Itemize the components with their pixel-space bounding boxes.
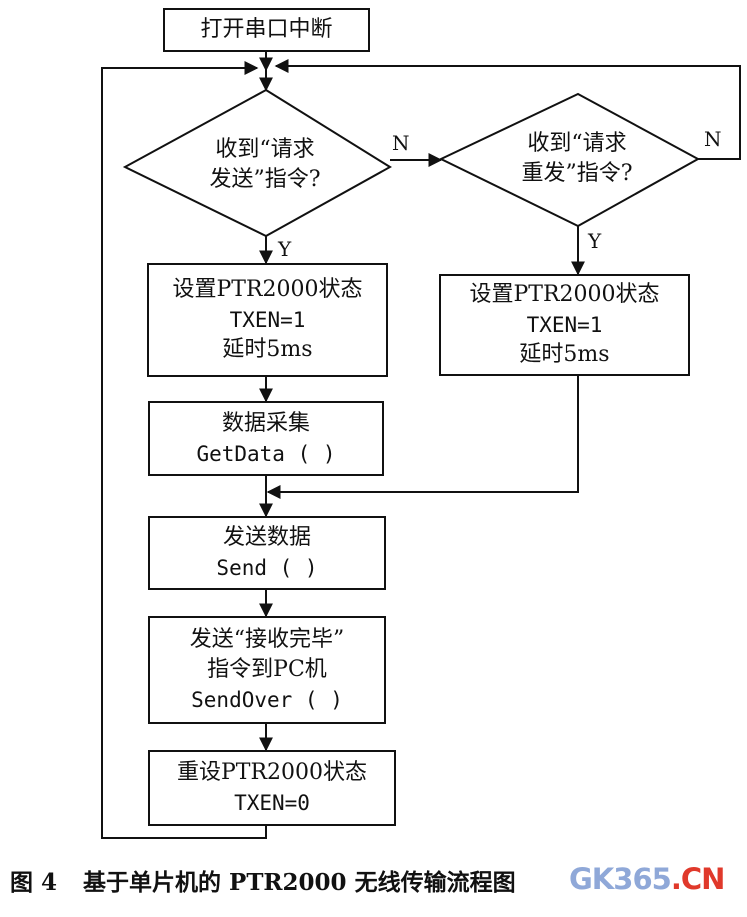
set-state-right-line2: TXEN=1 (526, 313, 603, 337)
site-watermark: GK365.CN (569, 862, 726, 896)
send-data-line1: 发送数据 (222, 525, 311, 550)
data-collect-line2: GetData ( ) (196, 441, 336, 466)
watermark-part2: .CN (670, 862, 726, 896)
decision-send-line1: 收到“请求 (215, 137, 315, 162)
send-data-box: 发送数据 Send ( ) (148, 516, 386, 590)
loop-return-left (101, 61, 267, 839)
figure-number: 图 4 (10, 869, 58, 896)
send-over-line2: 指令到PC机 (207, 657, 327, 682)
label-n-resend: N (704, 127, 722, 151)
start-box-label: 打开串口中断 (200, 17, 333, 42)
label-y-send: Y (278, 237, 292, 261)
set-state-left-line1: 设置PTR2000状态 (172, 277, 363, 302)
data-collect-line1: 数据采集 (221, 410, 310, 436)
reset-state-line2: TXEN=0 (234, 791, 310, 815)
label-n-send: N (392, 131, 410, 155)
set-state-right-box: 设置PTR2000状态 TXEN=1 延时5ms (439, 274, 690, 376)
send-over-box: 发送“接收完毕” 指令到PC机 SendOver ( ) (148, 616, 386, 724)
watermark-part1: GK365 (569, 862, 672, 896)
figure-title: 基于单片机的 PTR2000 无线传输流程图 (83, 869, 516, 896)
set-state-right-line3: 延时5ms (519, 342, 610, 367)
set-state-right-line1: 设置PTR2000状态 (469, 282, 660, 307)
decision-send-line2: 发送”指令? (209, 167, 321, 192)
send-over-line3: SendOver ( ) (191, 688, 343, 712)
decision-send-text: 收到“请求 发送”指令? (170, 130, 360, 200)
reset-state-line1: 重设PTR2000状态 (176, 760, 368, 785)
start-box: 打开串口中断 (163, 8, 370, 52)
set-state-left-line2: TXEN=1 (229, 308, 306, 332)
send-over-line1: 发送“接收完毕” (189, 627, 345, 652)
arrow-right-set-to-merge (266, 376, 579, 499)
label-y-resend: Y (588, 229, 602, 253)
figure-caption: 图 4 基于单片机的 PTR2000 无线传输流程图 (10, 866, 610, 900)
decision-resend-text: 收到“请求 重发”指令? (482, 124, 672, 194)
send-data-line2: Send ( ) (216, 556, 318, 580)
reset-state-box: 重设PTR2000状态 TXEN=0 (148, 750, 396, 826)
flowchart-connectors (101, 52, 741, 839)
set-state-left-line3: 延时5ms (222, 337, 313, 362)
decision-resend-line1: 收到“请求 (527, 131, 627, 156)
data-collect-box: 数据采集 GetData ( ) (148, 401, 384, 476)
decision-resend-line2: 重发”指令? (521, 161, 633, 186)
loop-return-right (274, 59, 741, 160)
set-state-left-box: 设置PTR2000状态 TXEN=1 延时5ms (147, 263, 388, 377)
